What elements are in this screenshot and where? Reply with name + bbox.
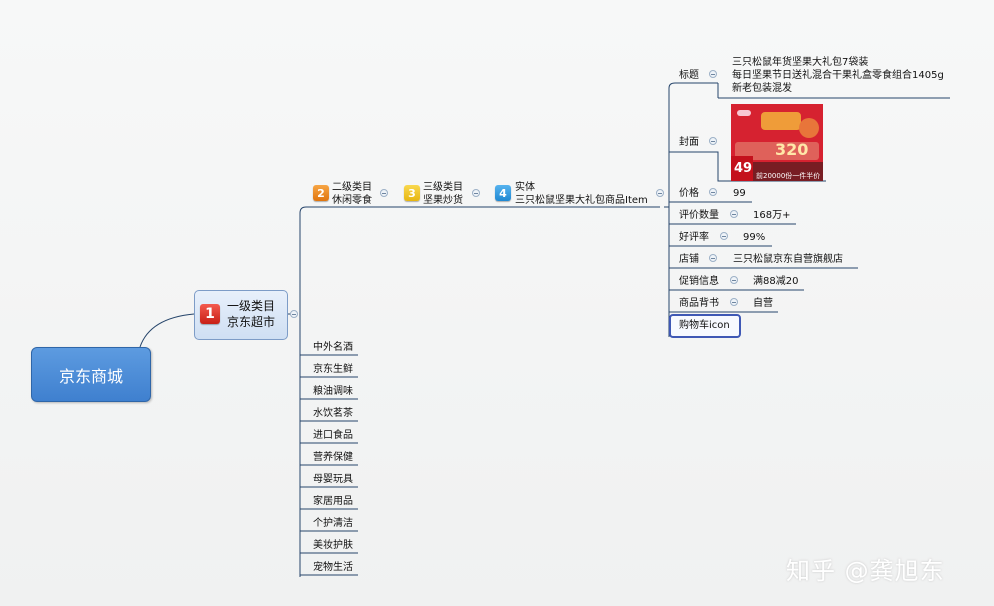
sibling-item[interactable]: 母婴玩具 <box>313 474 353 485</box>
connector-l2-underline <box>299 206 372 214</box>
attr-title-line-1: 三只松鼠年货坚果大礼包7袋装 <box>732 57 869 68</box>
level4-title: 实体 <box>515 182 535 193</box>
attr-label-cart: 购物车icon <box>679 320 730 331</box>
collapse-icon-l3[interactable] <box>472 189 480 197</box>
cover-big-number: 320 <box>775 140 809 159</box>
level3-value: 坚果炒货 <box>423 195 463 206</box>
attr-value-promo: 满88减20 <box>753 276 799 287</box>
level2-value: 休闲零食 <box>332 195 372 206</box>
attr-label-rating: 好评率 <box>679 232 709 243</box>
cart-icon-node[interactable] <box>669 314 741 338</box>
collapse-icon-l2[interactable] <box>380 189 388 197</box>
sibling-item[interactable]: 美妆护肤 <box>313 540 353 551</box>
attr-title-line-3: 新老包装混发 <box>732 83 792 94</box>
connector-root-l1 <box>139 313 195 348</box>
attr-value-store: 三只松鼠京东自营旗舰店 <box>733 254 843 265</box>
cover-price: 49 <box>734 161 753 176</box>
sibling-item[interactable]: 家居用品 <box>313 496 353 507</box>
collapse-icon-title[interactable] <box>709 70 717 78</box>
sibling-item[interactable]: 个护清洁 <box>313 518 353 529</box>
attr-label-reviews: 评价数量 <box>679 210 719 221</box>
attr-title-line-2: 每日坚果节日送礼混合干果礼盒零食组合1405g <box>732 70 944 81</box>
cover-caption: 前20000份一件半价 <box>756 172 821 180</box>
priority-3-icon: 3 <box>404 185 420 201</box>
priority-2-icon: 2 <box>313 185 329 201</box>
watermark: 知乎 @龚旭东 <box>786 557 945 585</box>
collapse-icon-endorse[interactable] <box>730 298 738 306</box>
attr-value-endorse: 自营 <box>753 298 773 309</box>
collapse-icon-rating[interactable] <box>720 232 728 240</box>
attr-label-promo: 促销信息 <box>679 276 719 287</box>
collapse-icon-cover[interactable] <box>709 137 717 145</box>
level3-title: 三级类目 <box>423 182 463 193</box>
attr-label-price: 价格 <box>679 188 699 199</box>
collapse-icon-promo[interactable] <box>730 276 738 284</box>
attr-label-title: 标题 <box>679 70 699 81</box>
cover-image: 320 49 前20000份一件半价 <box>731 104 823 181</box>
attr-value-rating: 99% <box>743 232 766 243</box>
attr-label-endorse: 商品背书 <box>679 298 719 309</box>
sibling-item[interactable]: 粮油调味 <box>313 386 353 397</box>
attr-label-store: 店铺 <box>679 254 699 265</box>
sibling-item[interactable]: 京东生鲜 <box>313 364 353 375</box>
collapse-icon-l4[interactable] <box>656 189 664 197</box>
sibling-item[interactable]: 宠物生活 <box>313 562 353 573</box>
attr-label-cover: 封面 <box>679 137 699 148</box>
cover-art <box>731 104 823 181</box>
level1-title: 一级类目 <box>227 299 276 313</box>
sibling-item[interactable]: 进口食品 <box>313 430 353 441</box>
collapse-icon-l1[interactable] <box>290 310 298 318</box>
sibling-item[interactable]: 营养保健 <box>313 452 353 463</box>
level1-value: 京东超市 <box>227 315 276 329</box>
sibling-item[interactable]: 水饮茗茶 <box>313 408 353 419</box>
priority-1-icon: 1 <box>200 304 220 324</box>
root-label: 京东商城 <box>58 366 123 386</box>
attr-value-reviews: 168万+ <box>753 210 791 221</box>
level4-value: 三只松鼠坚果大礼包商品Item <box>515 195 648 206</box>
attr-value-price: 99 <box>733 188 746 199</box>
priority-4-icon: 4 <box>495 185 511 201</box>
sibling-item[interactable]: 中外名酒 <box>313 342 353 353</box>
level2-title: 二级类目 <box>332 182 372 193</box>
root-node[interactable]: 京东商城 <box>31 347 151 402</box>
collapse-icon-reviews[interactable] <box>730 210 738 218</box>
collapse-icon-store[interactable] <box>709 254 717 262</box>
collapse-icon-price[interactable] <box>709 188 717 196</box>
